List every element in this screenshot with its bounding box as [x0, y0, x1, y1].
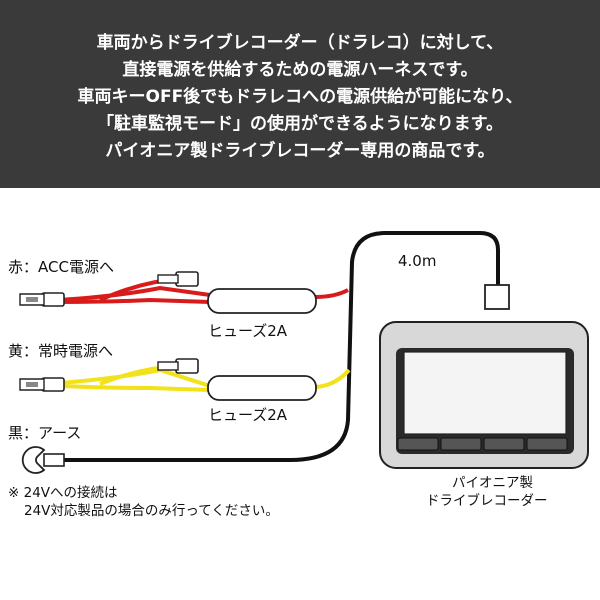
note-line-1: ※ 24Vへの接続は [8, 485, 118, 501]
note-line-2: 24V対応製品の場合のみ行ってください。 [24, 503, 279, 519]
black-cable [60, 231, 500, 462]
yellow-wire-label: 黄：常時電源へ [8, 342, 114, 360]
device-label-line-2: ドライブレコーダー [426, 493, 548, 509]
red-male-terminal [157, 271, 199, 287]
yellow-fuse-holder [207, 375, 317, 401]
description-line-2: 直接電源を供給するための電源ハーネスです。 [122, 60, 478, 80]
yellow-male-terminal [157, 358, 199, 374]
red-wire-b [59, 297, 316, 305]
device-label-line-1: パイオニア製 [452, 475, 533, 491]
yellow-fuse-label: ヒューズ2A [208, 406, 288, 424]
black-wire-label: 黒：アース [8, 424, 82, 442]
red-fuse-label: ヒューズ2A [208, 322, 288, 340]
description-banner: 車両からドライブレコーダー（ドラレコ）に対して、 直接電源を供給するための電源ハ… [0, 0, 600, 188]
cable-length-label: 4.0m [398, 252, 437, 270]
red-wire-label: 赤：ACC電源へ [8, 258, 114, 276]
red-spade-terminal [19, 292, 65, 307]
description-line-1: 車両からドライブレコーダー（ドラレコ）に対して、 [96, 33, 504, 53]
red-fuse-holder [207, 288, 317, 314]
earth-ring-terminal [21, 446, 65, 474]
description-line-3: 車両キーOFF後でもドラレコへの電源供給が可能になり、 [77, 87, 523, 107]
yellow-wire-b [59, 384, 315, 392]
drive-recorder-device [379, 321, 589, 469]
description-line-4: 「駐車監視モード」の使用ができるようになります。 [97, 114, 503, 134]
description-line-5: パイオニア製ドライブレコーダー専用の商品です。 [105, 141, 495, 161]
wiring-diagram [19, 231, 589, 474]
recorder-connector [484, 284, 510, 310]
yellow-spade-terminal [19, 377, 65, 392]
red-wire-a [59, 285, 349, 302]
